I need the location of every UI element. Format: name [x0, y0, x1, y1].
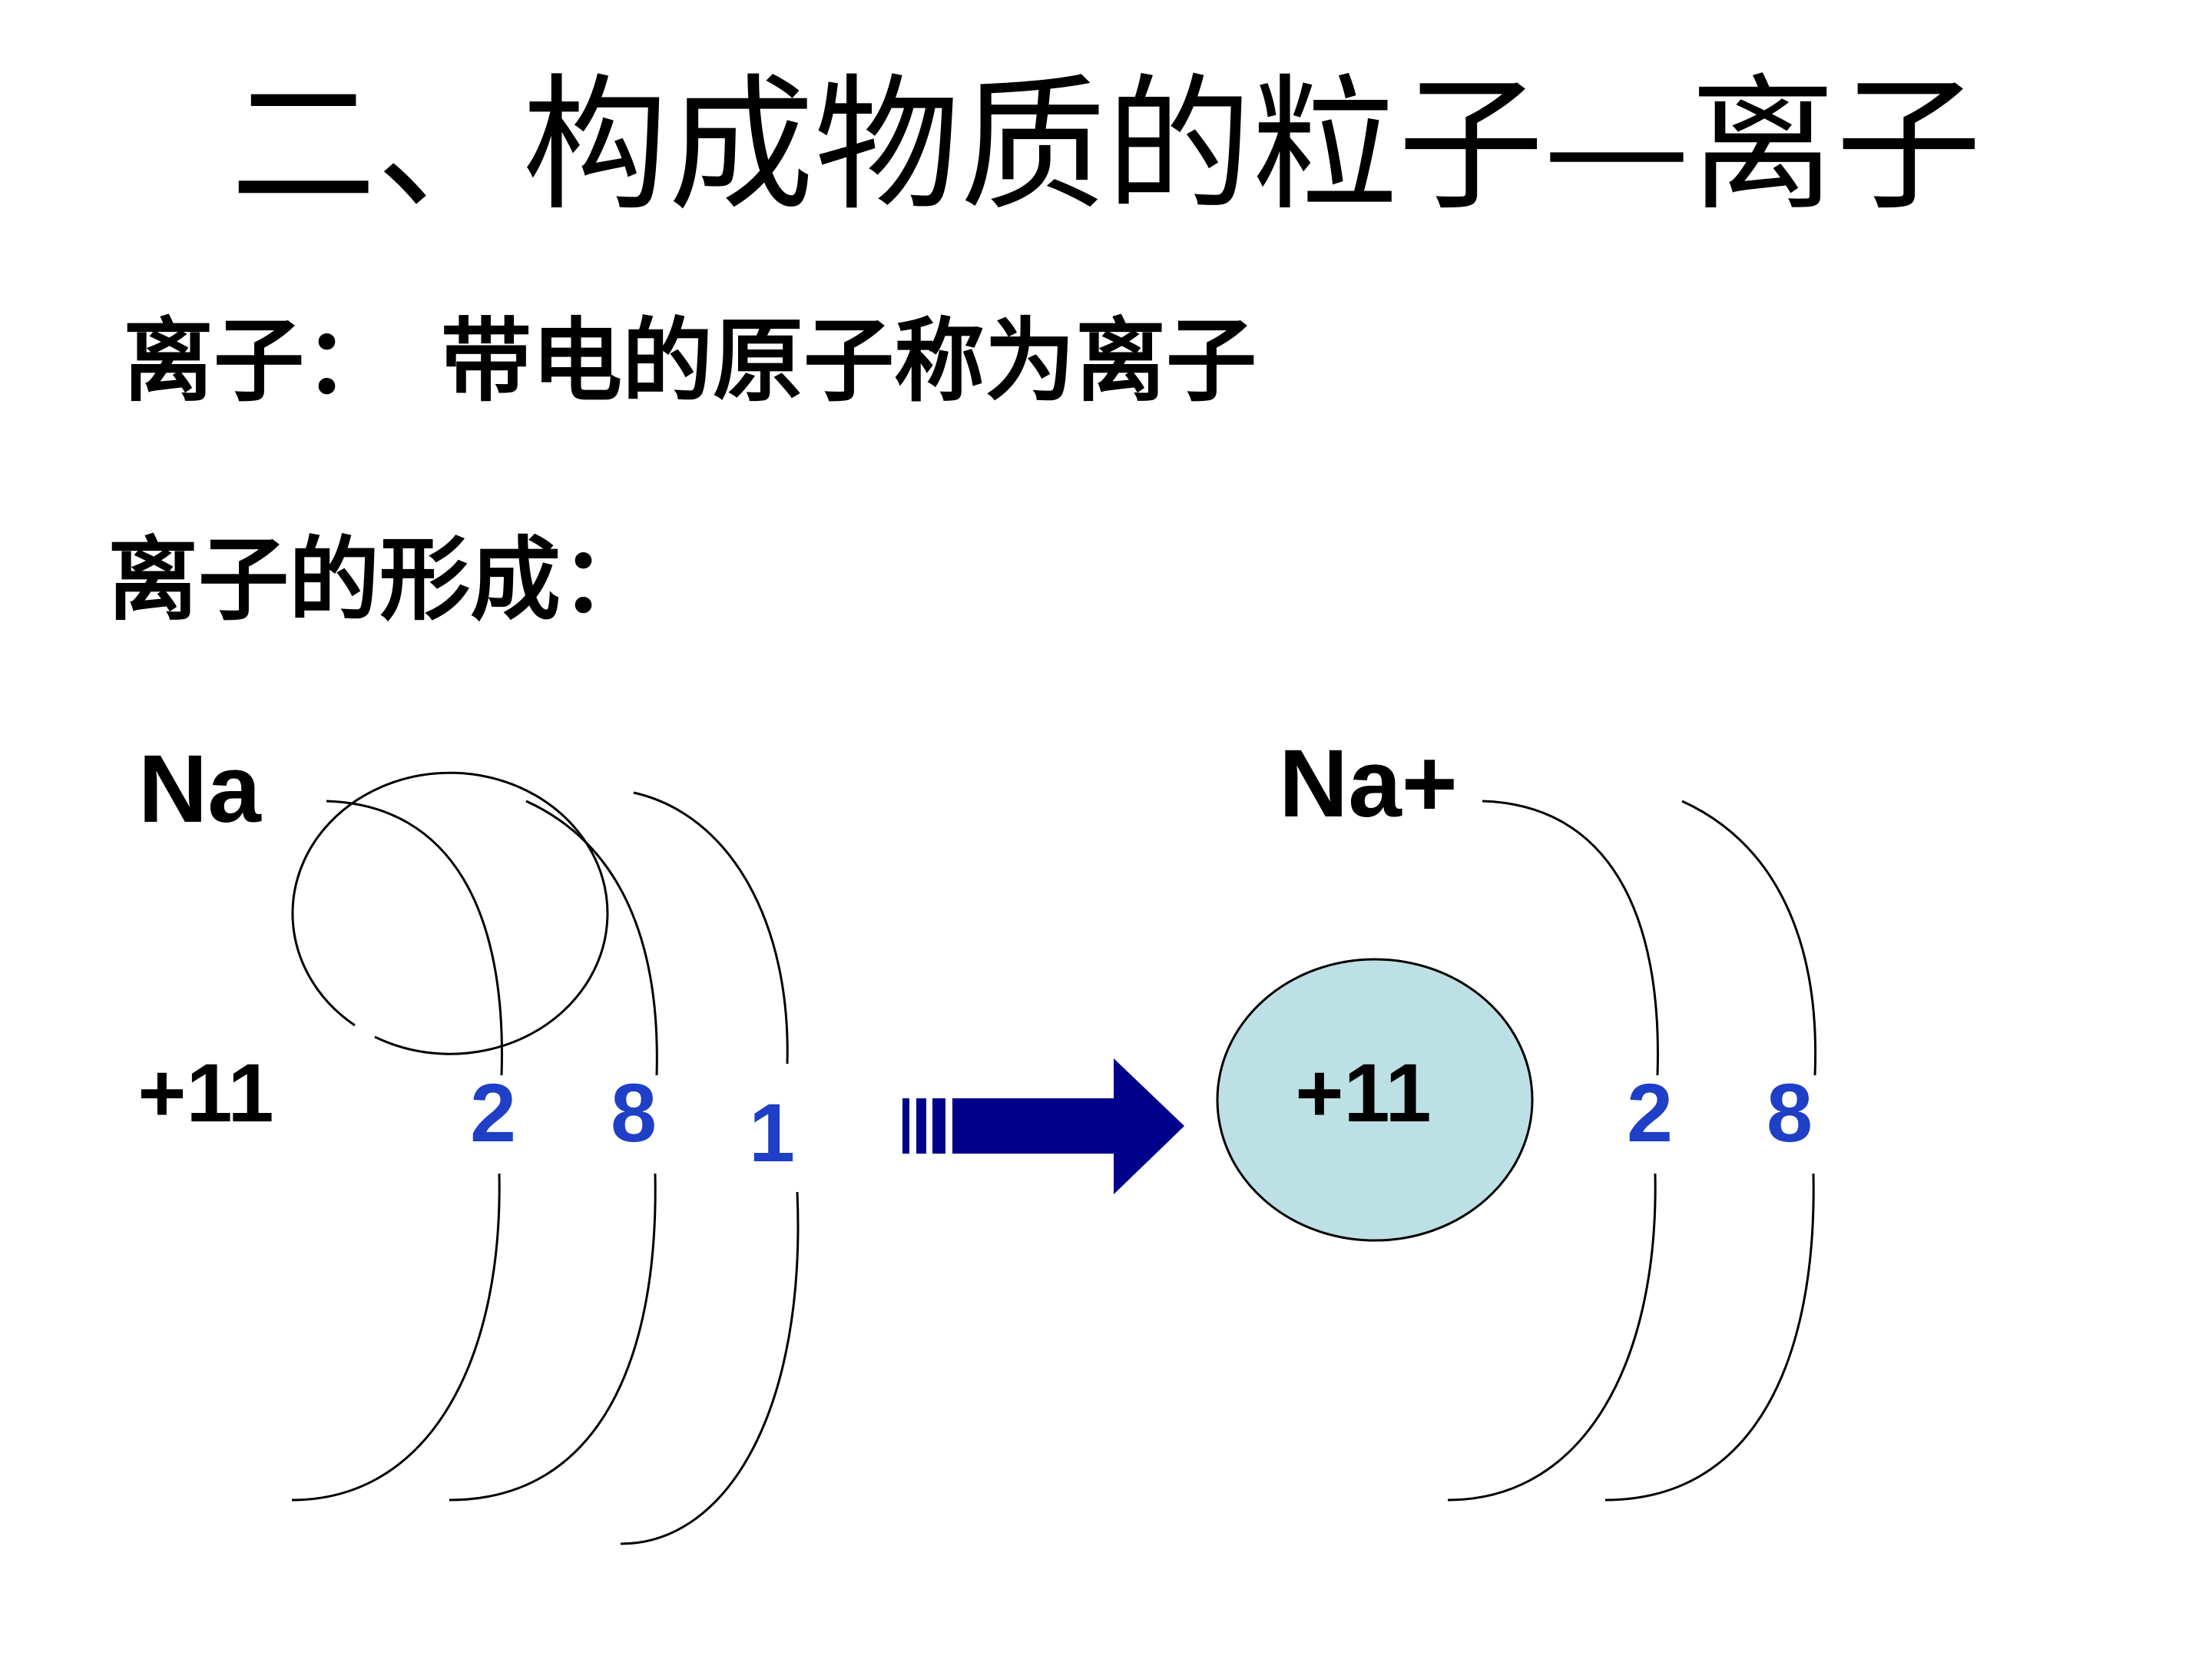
page-title: 二、构成物质的粒子—离子 [230, 61, 1982, 230]
definition-label: 离子： [123, 308, 396, 414]
ion-definition: 离子： 带电的原子称为离子 [123, 303, 1257, 419]
ion-shell-1-upper [1482, 800, 1659, 1076]
atom-shell-1-upper [326, 800, 503, 1076]
ion-nucleus [1216, 958, 1534, 1242]
atom-nucleus [291, 771, 609, 1055]
atom-shell-3-lower [620, 1191, 800, 1545]
ion-symbol: Na+ [1279, 730, 1458, 837]
atom-shell-2-upper [525, 800, 658, 1076]
definition-text: 带电的原子称为离子 [441, 308, 1257, 414]
atom-shell-1-electrons: 2 [470, 1066, 516, 1159]
sodium-ion: Na+ +11 2 8 [1216, 730, 1817, 1502]
atom-shell-3-upper [633, 791, 789, 1065]
sodium-atom: Na +11 2 8 1 [137, 736, 800, 1545]
atom-nucleus-charge: +11 [137, 1046, 273, 1139]
ion-nucleus-charge: +11 [1295, 1046, 1431, 1139]
ion-shell-1-lower [1447, 1173, 1657, 1502]
ion-formation-heading: 离子的形成： [108, 527, 652, 633]
atom-shell-1-lower [291, 1173, 501, 1502]
atom-symbol: Na [138, 736, 262, 843]
ion-shell-2-lower [1604, 1173, 1815, 1502]
ion-shell-1-electrons: 2 [1627, 1066, 1673, 1159]
ion-shell-2-electrons: 8 [1767, 1066, 1813, 1159]
atom-shell-2-lower [449, 1173, 657, 1502]
atom-shell-2-electrons: 8 [611, 1066, 657, 1159]
right-block-arrow-icon [902, 1058, 1184, 1194]
atom-shell-3-electrons: 1 [749, 1086, 795, 1179]
ion-shell-2-upper [1681, 800, 1817, 1076]
